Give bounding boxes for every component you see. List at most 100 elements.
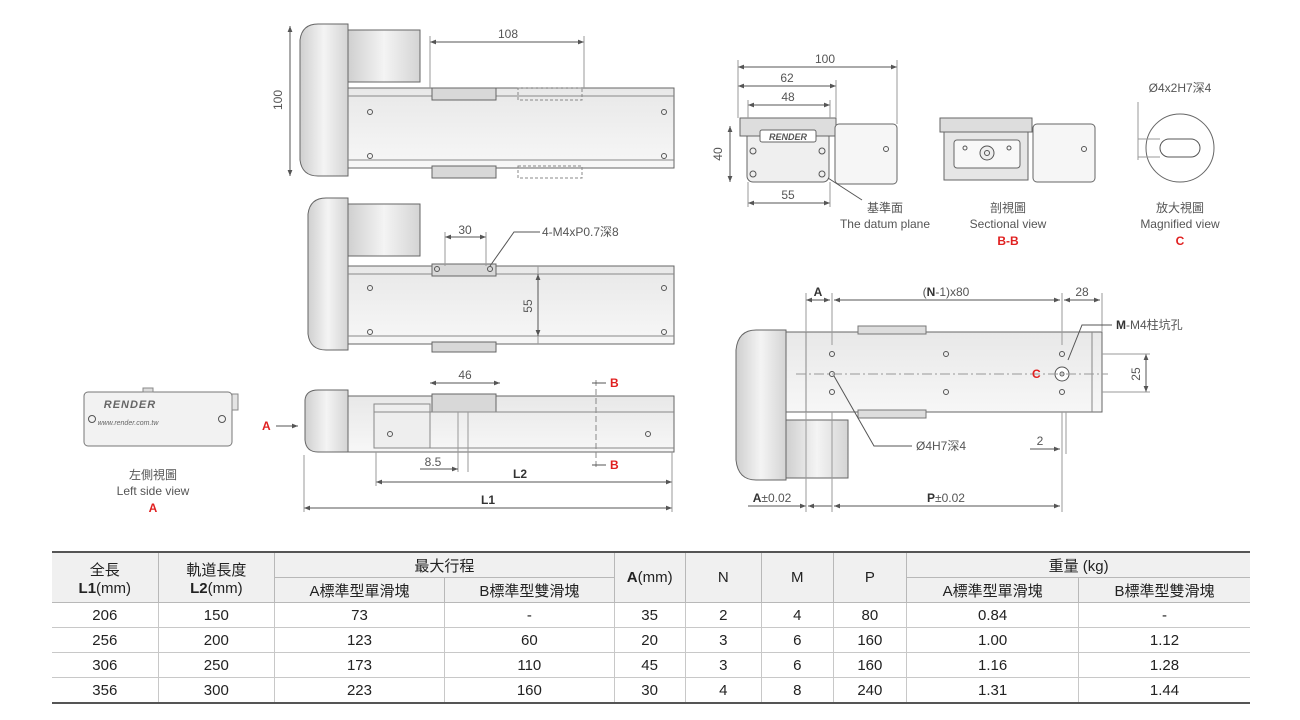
- left-side-caption-zh: 左側視圖: [129, 467, 177, 482]
- cell-stroke-b: 60: [443, 627, 615, 653]
- front-dim-46: 46: [458, 368, 472, 382]
- cell-p: 160: [832, 627, 908, 653]
- header-stroke-a: A標準型單滑塊: [274, 577, 445, 603]
- cell-n: 4: [684, 677, 763, 704]
- front-dim-L1: L1: [481, 493, 495, 507]
- hole-note: Ø4H7深4: [916, 439, 966, 453]
- cell-a: 30: [613, 677, 686, 704]
- end-dim-100: 100: [815, 52, 835, 66]
- top-dim-100: 100: [271, 90, 285, 110]
- top-view: 108 100: [271, 23, 675, 179]
- cell-weight-a: 0.84: [906, 602, 1080, 628]
- left-side-view: RENDER www.render.com.tw 左側視圖 Left side …: [83, 387, 239, 515]
- bottom-dim-pitch: (N-1)x80: [923, 285, 970, 299]
- section-view: 剖視圖 Sectional view B-B: [939, 117, 1096, 248]
- bottom-dim-2: 2: [1037, 434, 1044, 448]
- cell-p: 80: [832, 602, 908, 628]
- end-dim-48: 48: [781, 90, 795, 104]
- cell-weight-b: 1.44: [1078, 677, 1250, 704]
- bottom-dim-P-tol: P±0.02: [927, 491, 965, 505]
- cell-a: 20: [613, 627, 686, 653]
- middle-dim-55: 55: [521, 299, 535, 313]
- counterbore-note: M-M4柱坑孔: [1116, 317, 1183, 332]
- header-stroke: 最大行程: [274, 551, 615, 578]
- cell-m: 6: [761, 652, 834, 678]
- cell-weight-a: 1.31: [906, 677, 1080, 704]
- section-mark-B-top: B: [610, 376, 619, 390]
- view-arrow-A: A: [262, 419, 271, 433]
- end-view-logo: RENDER: [769, 132, 808, 142]
- header-stroke-b: B標準型雙滑塊: [443, 577, 615, 603]
- front-dim-8-5: 8.5: [425, 455, 442, 469]
- section-caption-en: Sectional view: [970, 217, 1047, 231]
- bottom-view: A (N-1)x80 28 M-M4柱坑孔 25 C Ø4H7深4 2 A±0.…: [735, 285, 1183, 512]
- cell-l1: 306: [52, 652, 159, 678]
- cell-p: 160: [832, 652, 908, 678]
- bottom-dim-A: A: [814, 285, 823, 299]
- cell-weight-b: -: [1078, 602, 1250, 628]
- cell-weight-a: 1.16: [906, 652, 1080, 678]
- end-dim-40: 40: [711, 147, 725, 161]
- cell-l1: 206: [52, 602, 159, 628]
- magnified-view: Ø4x2H7深4 放大視圖 Magnified view C: [1137, 81, 1220, 248]
- cell-stroke-a: 73: [274, 602, 445, 628]
- cell-p: 240: [832, 677, 908, 704]
- table-row: 306 250 173 110 45 3 6 160 1.16 1.28: [52, 652, 1250, 678]
- front-dim-L2: L2: [513, 467, 527, 481]
- table-row: 206 150 73 - 35 2 4 80 0.84 -: [52, 602, 1250, 628]
- magnified-caption-en: Magnified view: [1140, 217, 1220, 231]
- cell-l1: 356: [52, 677, 159, 704]
- header-weight-b: B標準型雙滑塊: [1078, 577, 1250, 603]
- header-weight: 重量 (kg): [906, 551, 1250, 578]
- cell-l2: 250: [157, 652, 276, 678]
- cell-a: 45: [613, 652, 686, 678]
- cell-a: 35: [613, 602, 686, 628]
- cell-m: 6: [761, 627, 834, 653]
- thread-note: 4-M4xP0.7深8: [542, 225, 619, 239]
- magnified-caption-zh: 放大視圖: [1156, 200, 1204, 215]
- middle-dim-30: 30: [458, 223, 472, 237]
- brand-url: www.render.com.tw: [98, 420, 160, 427]
- datum-caption-zh: 基準面: [867, 200, 903, 215]
- cell-stroke-b: 110: [443, 652, 615, 678]
- table-row: 256 200 123 60 20 3 6 160 1.00 1.12: [52, 627, 1250, 653]
- datum-caption-en: The datum plane: [840, 217, 930, 231]
- cell-stroke-b: -: [443, 602, 615, 628]
- end-dim-55: 55: [781, 188, 795, 202]
- cell-weight-b: 1.12: [1078, 627, 1250, 653]
- end-view: RENDER 100 62 48 40 55 基準面 The datum pla…: [711, 52, 930, 231]
- detail-mark-C: C: [1032, 367, 1041, 381]
- header-a: A(mm): [613, 551, 686, 603]
- cell-n: 3: [684, 652, 763, 678]
- cell-weight-b: 1.28: [1078, 652, 1250, 678]
- bottom-dim-A-tol: A±0.02: [753, 491, 792, 505]
- cell-stroke-b: 160: [443, 677, 615, 704]
- cell-l2: 150: [157, 602, 276, 628]
- cell-stroke-a: 123: [274, 627, 445, 653]
- cell-m: 8: [761, 677, 834, 704]
- table-row: 356 300 223 160 30 4 8 240 1.31 1.44: [52, 677, 1250, 704]
- technical-drawing: 108 100 30 4-M4xP0.7深8 55: [83, 23, 1220, 515]
- section-mark-B-bottom: B: [610, 458, 619, 472]
- cell-stroke-a: 223: [274, 677, 445, 704]
- cell-m: 4: [761, 602, 834, 628]
- section-caption-tag: B-B: [997, 234, 1019, 248]
- cell-l2: 300: [157, 677, 276, 704]
- left-side-caption-en: Left side view: [117, 484, 190, 498]
- magnified-caption-tag: C: [1176, 234, 1185, 248]
- middle-view: 30 4-M4xP0.7深8 55: [307, 197, 675, 353]
- cell-l1: 256: [52, 627, 159, 653]
- cell-weight-a: 1.00: [906, 627, 1080, 653]
- front-view: 46 8.5 L2 L1 A B B: [262, 368, 675, 512]
- left-side-caption-tag: A: [149, 501, 158, 515]
- cell-n: 3: [684, 627, 763, 653]
- brand-logo: RENDER: [104, 399, 156, 411]
- top-dim-108: 108: [498, 27, 518, 41]
- cell-n: 2: [684, 602, 763, 628]
- header-p: P: [832, 551, 908, 603]
- bottom-dim-28: 28: [1075, 285, 1089, 299]
- header-weight-a: A標準型單滑塊: [906, 577, 1080, 603]
